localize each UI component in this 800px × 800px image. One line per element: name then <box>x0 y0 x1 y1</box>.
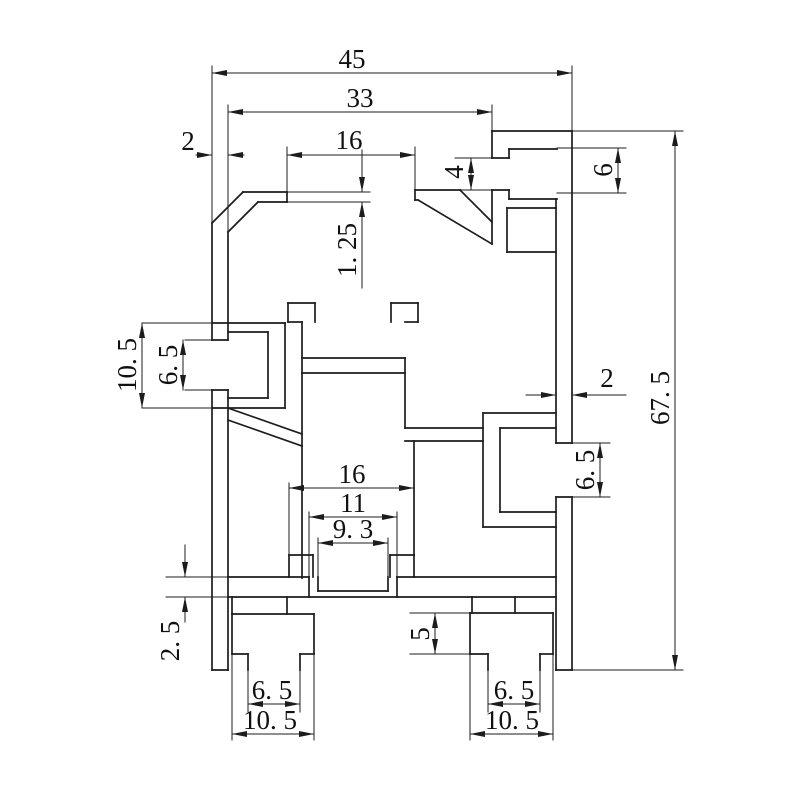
dimension-arrowhead <box>359 202 365 217</box>
dimension-arrowhead <box>180 375 186 390</box>
line-segment <box>226 406 304 436</box>
dimension-arrowhead <box>232 731 247 737</box>
dimension-arrowhead <box>432 613 438 628</box>
dimension-arrowhead <box>285 701 300 707</box>
line-segment <box>226 200 260 234</box>
dimension-arrowhead <box>538 731 553 737</box>
dimension-label: 33 <box>347 83 374 113</box>
dimension-label: 10. 5 <box>243 705 297 735</box>
dimension-arrowhead <box>228 152 243 158</box>
dimension-arrowhead <box>180 340 186 355</box>
dimension-label: 6 <box>588 163 618 177</box>
dimension-label: 10. 5 <box>112 338 142 392</box>
dimension-arrowhead <box>382 514 397 520</box>
line-segment <box>416 198 494 246</box>
dimension-arrowhead <box>373 540 388 546</box>
dimension-label: 45 <box>339 44 366 74</box>
dimension-arrowhead <box>468 175 474 190</box>
dimension-arrowhead <box>597 482 603 497</box>
dimension-arrows <box>139 70 678 737</box>
dimension-arrowhead <box>672 655 678 670</box>
dimension-arrowhead <box>557 70 572 76</box>
dimension-label: 6. 5 <box>252 675 293 705</box>
dimension-label: 11 <box>340 488 366 518</box>
dimension-label: 2. 5 <box>155 621 185 662</box>
dimension-arrowhead <box>399 485 414 491</box>
dimension-label: 9. 3 <box>333 514 374 544</box>
dimension-arrowhead <box>299 731 314 737</box>
dimension-arrowhead <box>541 392 556 398</box>
dimension-arrowhead <box>615 178 621 193</box>
dimension-arrowhead <box>212 70 227 76</box>
dimension-arrowhead <box>477 109 492 115</box>
dimension-arrowhead <box>228 109 243 115</box>
dimension-arrowhead <box>182 562 188 577</box>
dimension-arrowhead <box>248 701 263 707</box>
dimension-label: 10. 5 <box>485 705 539 735</box>
dimension-label: 5 <box>405 627 435 641</box>
dimension-arrowhead <box>470 731 485 737</box>
dimension-arrowhead <box>525 701 540 707</box>
dimension-arrowhead <box>572 392 587 398</box>
dimension-arrowhead <box>309 514 324 520</box>
dimension-label: 16 <box>339 459 366 489</box>
dimension-arrowhead <box>597 443 603 458</box>
dimension-label: 6. 5 <box>494 675 535 705</box>
dimension-arrowhead <box>488 701 503 707</box>
dimension-label: 2 <box>181 126 195 156</box>
dimension-arrowhead <box>468 158 474 173</box>
dimension-arrowhead <box>318 540 333 546</box>
dimension-label: 1. 25 <box>332 223 362 277</box>
line-segment <box>458 188 494 224</box>
dimension-arrowhead <box>287 152 302 158</box>
profile-outline-lines <box>210 130 573 671</box>
extension-lines <box>141 65 684 741</box>
line-segment <box>226 418 304 448</box>
dimension-arrowhead <box>615 148 621 163</box>
dimension-arrowhead <box>139 393 145 408</box>
dimension-arrowhead <box>289 485 304 491</box>
dimension-arrowhead <box>197 152 212 158</box>
dimension-arrowhead <box>432 639 438 654</box>
dimension-arrowhead <box>359 177 365 192</box>
dimension-label: 16 <box>336 125 363 155</box>
dimension-arrowhead <box>400 152 415 158</box>
dimension-label: 2 <box>600 363 614 393</box>
dimension-label: 4 <box>439 165 469 179</box>
dimension-label: 6. 5 <box>570 450 600 491</box>
dimension-label: 67. 5 <box>645 371 675 425</box>
dimension-arrowhead <box>139 323 145 338</box>
dimension-label: 6. 5 <box>153 345 183 386</box>
dimension-arrowhead <box>182 597 188 612</box>
dimension-arrowhead <box>672 131 678 146</box>
